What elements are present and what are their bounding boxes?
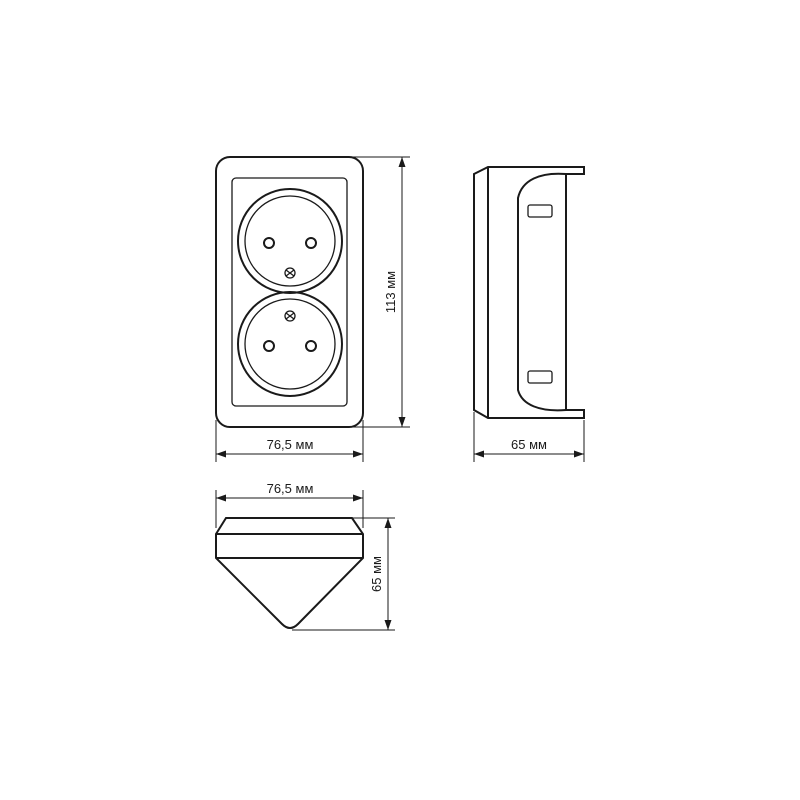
lower-socket [237, 291, 343, 397]
upper-socket-pin-hole-left [263, 237, 275, 249]
bottom-width-dimension: 76,5 мм [215, 481, 364, 528]
lower-socket-screw-slot [285, 312, 295, 320]
bottom-width-label: 76,5 мм [267, 481, 314, 496]
bottom-depth-label: 65 мм [369, 556, 384, 592]
side-depth-dimension: 65 мм [473, 412, 585, 462]
lower-socket-pin-hole-right [305, 340, 317, 352]
upper-socket [237, 188, 343, 294]
front-height-label: 113 мм [383, 271, 398, 313]
side-depth-label: 65 мм [511, 437, 547, 452]
front-width-dimension: 76,5 мм [215, 420, 364, 462]
lower-socket-inner-ring [244, 298, 336, 390]
side-view: 65 мм [473, 166, 585, 462]
height-dimension: 113 мм [352, 156, 410, 428]
bottom-depth-dimension: 65 мм [292, 517, 395, 631]
upper-socket-inner-ring [244, 195, 336, 287]
upper-socket-screw-slot [285, 269, 295, 277]
side-front-cover [517, 172, 567, 412]
bottom-body-outline [215, 517, 364, 629]
lower-socket-screw-icon [284, 310, 296, 322]
front-outer-frame [215, 156, 364, 428]
lower-socket-pin-hole-left [263, 340, 275, 352]
lower-socket-outer-ring [237, 291, 343, 397]
side-top-clip [527, 204, 553, 218]
front-inner-frame [231, 177, 348, 407]
upper-socket-screw-icon [284, 267, 296, 279]
front-width-label: 76,5 мм [267, 437, 314, 452]
side-bottom-clip [527, 370, 553, 384]
front-view: 113 мм 76,5 мм [215, 156, 410, 462]
upper-socket-pin-hole-right [305, 237, 317, 249]
bottom-view: 76,5 мм 65 мм [215, 481, 395, 631]
